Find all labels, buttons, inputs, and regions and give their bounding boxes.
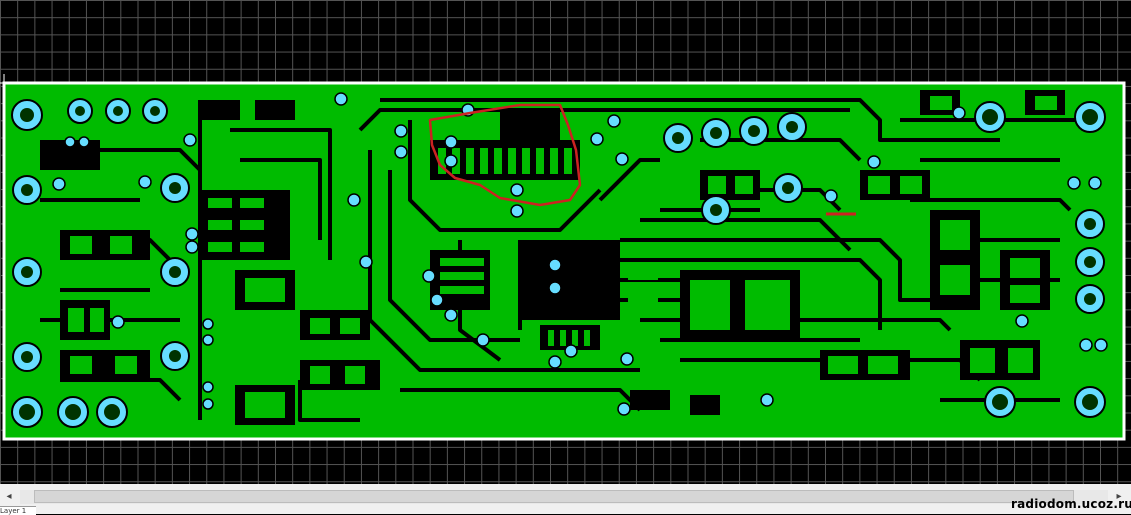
horizontal-scrollbar[interactable]: ◂ ▸	[0, 484, 1131, 514]
smd-pads	[68, 96, 1057, 418]
layer-tab[interactable]: Layer 1	[0, 506, 36, 515]
pcb-canvas[interactable]	[0, 0, 1131, 484]
scroll-left-icon[interactable]: ◂	[6, 491, 12, 502]
through-hole-drills	[19, 106, 1098, 420]
layer-tab-label: Layer 1	[0, 507, 27, 515]
scroll-thumb[interactable]	[34, 490, 1074, 503]
scroll-right-icon[interactable]: ▸	[1116, 491, 1122, 502]
vias	[52, 92, 1108, 416]
watermark-text: radiodom.ucoz.ru	[1011, 497, 1131, 511]
crosshair-icon	[0, 74, 14, 97]
red-annotation-outline	[428, 103, 582, 207]
pcb-board[interactable]	[0, 0, 1131, 484]
